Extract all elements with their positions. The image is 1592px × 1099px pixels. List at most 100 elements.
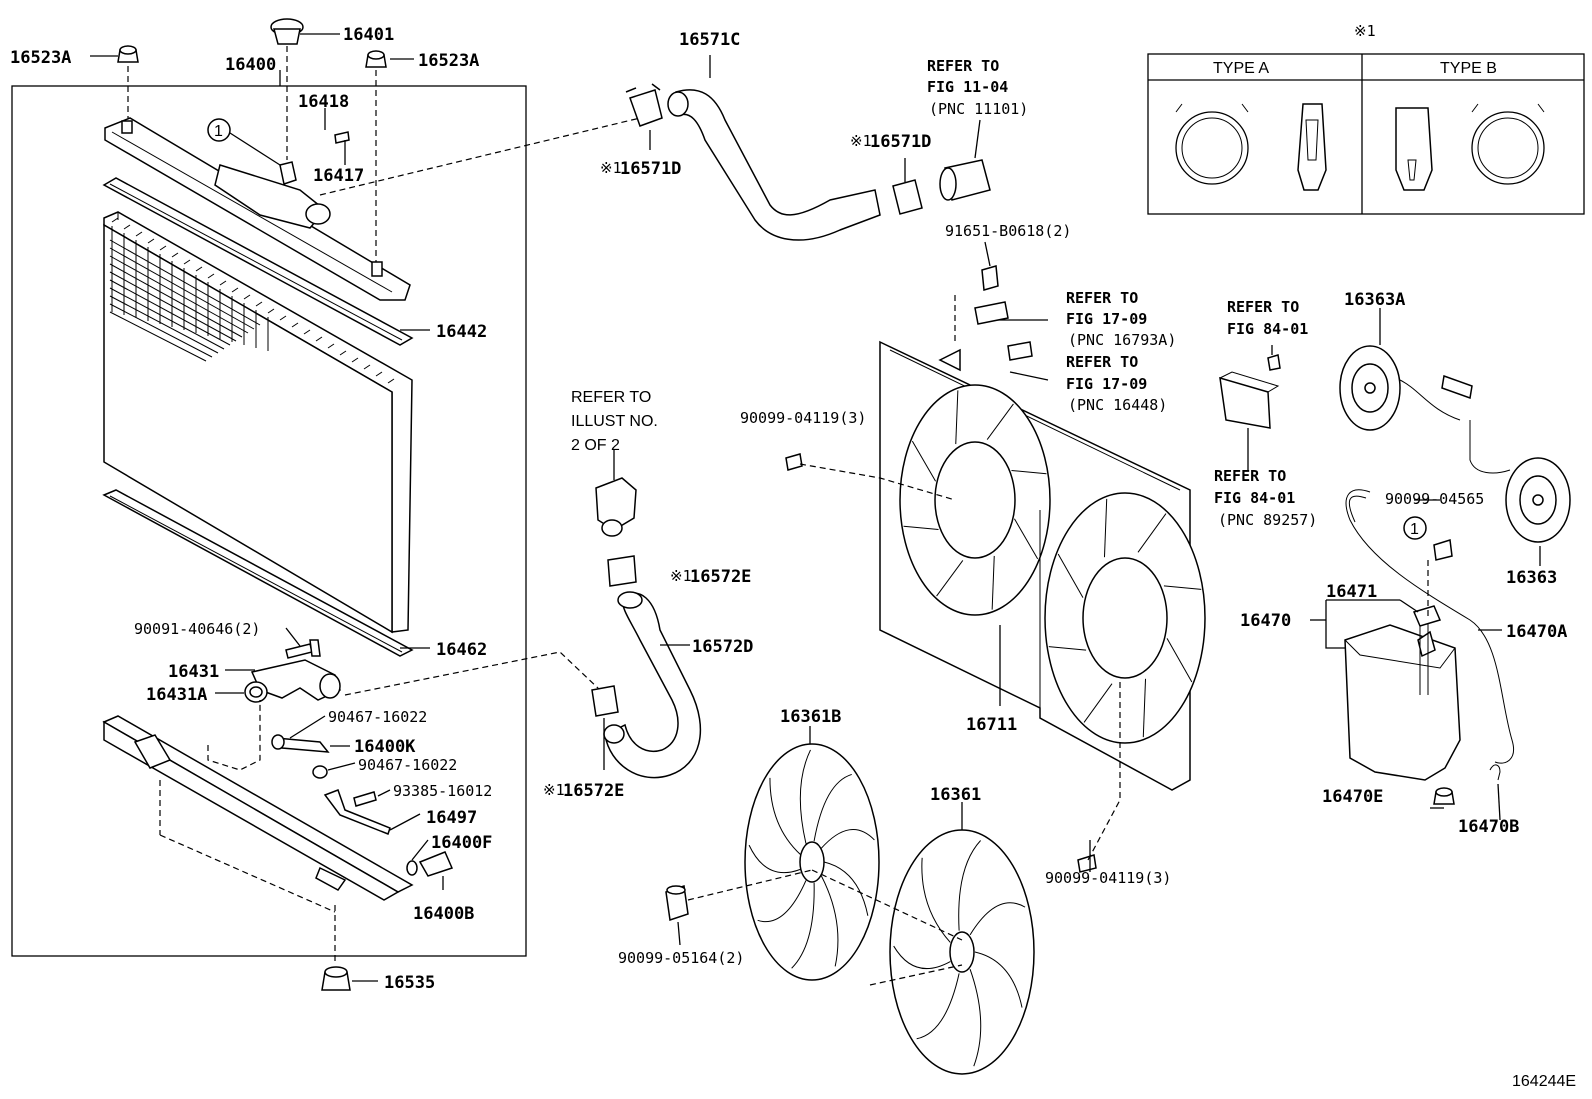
grommet-16535[interactable] — [321, 966, 351, 991]
core-fin — [243, 294, 251, 300]
bolt-90091-40646[interactable] — [285, 639, 321, 659]
label-16470B[interactable]: 16470B — [1458, 817, 1519, 837]
label-16361[interactable]: 16361 — [930, 785, 981, 805]
label-16471[interactable]: 16471 — [1326, 582, 1377, 602]
lower-radiator-tank[interactable] — [102, 715, 414, 901]
label-90091-40646[interactable]: 90091-40646(2) — [134, 620, 260, 638]
label-16572D[interactable]: 16572D — [692, 637, 753, 657]
bolt-resistor[interactable] — [1267, 354, 1281, 371]
label-90099-04119-top[interactable]: 90099-04119(3) — [740, 409, 866, 427]
label-16572E-bottom[interactable]: 16572E — [563, 781, 624, 801]
clamp-16571D-right[interactable] — [892, 179, 923, 215]
fan-shroud-16711[interactable] — [879, 340, 1206, 791]
label-16711[interactable]: 16711 — [966, 715, 1017, 735]
reservoir-16470[interactable] — [1344, 624, 1461, 781]
label-16523A-right[interactable]: 16523A — [418, 51, 479, 71]
grommet-16523A-left[interactable] — [117, 45, 139, 63]
ref-note-fig-17-09-a[interactable]: REFER TO FIG 17-09 (PNC 16793A) — [1066, 289, 1176, 349]
radiator-cap-16401[interactable] — [270, 18, 304, 45]
bolt-91651[interactable] — [981, 265, 999, 291]
label-16571D-left[interactable]: 16571D — [620, 159, 681, 179]
fan-motor-16363[interactable] — [1469, 420, 1571, 543]
label-90467-16022-b[interactable]: 90467-16022 — [358, 756, 457, 774]
label-90099-04565[interactable]: 90099-04565 — [1385, 490, 1484, 508]
upper-radiator-tank[interactable] — [104, 117, 411, 301]
label-16418[interactable]: 16418 — [298, 92, 349, 112]
bolt-93385[interactable] — [353, 791, 377, 807]
bolt-90099-04565[interactable] — [1433, 539, 1453, 561]
lower-hose-16572D[interactable] — [603, 591, 702, 779]
fan-motor-16363A[interactable] — [1339, 345, 1473, 431]
label-16497[interactable]: 16497 — [426, 808, 477, 828]
bolt-90099-04119-bottom[interactable] — [1077, 854, 1097, 873]
label-16535[interactable]: 16535 — [384, 973, 435, 993]
core-grid — [109, 287, 225, 350]
label-16571C[interactable]: 16571C — [679, 30, 740, 50]
shroud-spoke — [1057, 553, 1084, 598]
clamp-16572E-top[interactable] — [607, 555, 637, 587]
label-16417[interactable]: 16417 — [313, 166, 364, 186]
dashed-guides-fans — [687, 869, 963, 986]
shroud-spoke — [1142, 678, 1147, 738]
label-16361B[interactable]: 16361B — [780, 707, 841, 727]
core-grid — [109, 295, 219, 354]
bracket-16497[interactable] — [323, 789, 391, 835]
label-16470E[interactable]: 16470E — [1322, 787, 1383, 807]
label-16431[interactable]: 16431 — [168, 662, 219, 682]
grommet-16523A-right[interactable] — [365, 50, 387, 68]
label-16400F[interactable]: 16400F — [431, 833, 492, 853]
label-16470A[interactable]: 16470A — [1506, 622, 1567, 642]
label-16431A[interactable]: 16431A — [146, 685, 207, 705]
fan-blade — [748, 844, 801, 874]
cap-16470E[interactable] — [1433, 787, 1455, 805]
label-16401[interactable]: 16401 — [343, 25, 394, 45]
bolt-90099-04119-top[interactable] — [785, 453, 803, 471]
nut-90099-05164[interactable] — [665, 885, 689, 921]
label-16363A[interactable]: 16363A — [1344, 290, 1405, 310]
resistor-89257[interactable] — [1219, 371, 1280, 429]
core-fin — [339, 350, 347, 356]
overflow-hose-16470A[interactable] — [1345, 489, 1514, 764]
label-16400K[interactable]: 16400K — [354, 737, 416, 757]
label-16462[interactable]: 16462 — [436, 640, 487, 660]
ref-fig1104-line1: REFER TO — [927, 57, 999, 75]
clamp-90467[interactable] — [312, 765, 328, 779]
upper-seal-16442[interactable] — [102, 177, 414, 346]
label-16363[interactable]: 16363 — [1506, 568, 1557, 588]
water-inlet[interactable] — [595, 450, 637, 537]
fan-16361B[interactable] — [744, 743, 880, 981]
clamp-16572E-bottom[interactable] — [591, 685, 619, 717]
label-90467-16022-a[interactable]: 90467-16022 — [328, 708, 427, 726]
hose-16471[interactable] — [1412, 605, 1442, 695]
upper-hose-16571C[interactable] — [667, 55, 881, 241]
ref-note-fig-11-04[interactable]: REFER TO FIG 11-04 (PNC 11101) — [927, 57, 1028, 118]
hose-16400K[interactable] — [271, 734, 330, 753]
label-91651-B0618[interactable]: 91651-B0618(2) — [945, 222, 1071, 240]
drain-plug-16417[interactable] — [334, 131, 350, 144]
label-16572E-top[interactable]: 16572E — [690, 567, 751, 587]
shroud-spoke — [911, 440, 937, 482]
label-16470[interactable]: 16470 — [1240, 611, 1291, 631]
clamp-16571D-left[interactable] — [625, 83, 663, 127]
ref-note-fig-17-09-b[interactable]: REFER TO FIG 17-09 (PNC 16448) — [1066, 353, 1167, 414]
label-90099-05164[interactable]: 90099-05164(2) — [618, 949, 744, 967]
clip-16470B[interactable] — [1489, 764, 1501, 781]
gasket-16431A[interactable] — [244, 681, 268, 703]
ref-note-illust[interactable]: REFER TO ILLUST NO. 2 OF 2 — [571, 389, 658, 454]
lower-seal-16462[interactable] — [102, 489, 414, 657]
label-16442[interactable]: 16442 — [436, 322, 487, 342]
core-grid — [109, 311, 207, 362]
label-16400[interactable]: 16400 — [225, 55, 276, 75]
label-16523A-left[interactable]: 16523A — [10, 48, 71, 68]
label-90099-04119-bottom[interactable]: 90099-04119(3) — [1045, 869, 1171, 887]
shroud-spoke — [1048, 646, 1087, 651]
label-93385-16012[interactable]: 93385-16012 — [393, 782, 492, 800]
fan-16361[interactable] — [889, 829, 1035, 1075]
label-16400B[interactable]: 16400B — [413, 904, 474, 924]
ref-note-fig-84-01-a[interactable]: REFER TO FIG 84-01 — [1227, 298, 1308, 338]
ref-note-fig-84-01-b[interactable]: REFER TO FIG 84-01 (PNC 89257) — [1214, 467, 1317, 529]
drain-cock-16400B[interactable] — [406, 851, 454, 877]
pipe-end-11101[interactable] — [939, 159, 991, 201]
radiator-core[interactable] — [103, 211, 413, 634]
label-16571D-right[interactable]: 16571D — [870, 132, 931, 152]
